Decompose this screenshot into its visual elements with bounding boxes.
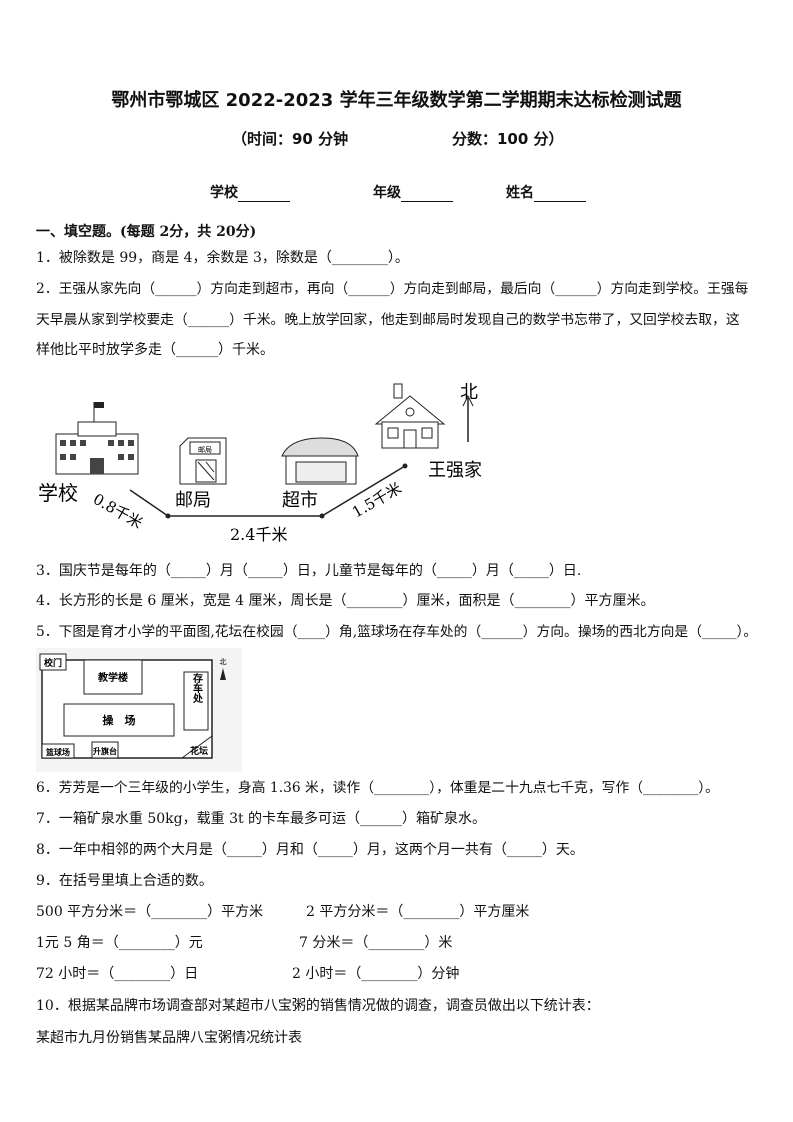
exam-score: 分数：100 分） <box>452 130 564 148</box>
school-map: 校门 教学楼 存车处 操 场 篮球场 升旗台 花坛 北 <box>36 648 242 772</box>
question-2-line-1: 2．王强从家先向（______）方向走到超市，再向（______）方向走到邮局，… <box>36 281 749 297</box>
q9-item-2: 2 平方分米＝（________）平方厘米 <box>306 904 530 920</box>
svg-text:校门: 校门 <box>44 657 62 669</box>
question-6: 6．芳芳是一个三年级的小学生，身高 1.36 米，读作（________），体重… <box>36 780 719 796</box>
school-label: 学校 <box>210 185 238 201</box>
q9-item-3: 1元 5 角＝（________）元 <box>36 935 203 951</box>
q9-item-4: 7 分米＝（________）米 <box>299 935 453 951</box>
svg-text:教学楼: 教学楼 <box>97 671 128 684</box>
q9-item-1: 500 平方分米＝（________）平方米 <box>36 904 264 920</box>
question-1: 1．被除数是 99，商是 4，余数是 3，除数是（________）。 <box>36 250 409 266</box>
grade-field[interactable]: 年级 <box>373 182 453 202</box>
exam-title: 鄂州市鄂城区 2022-2023 学年三年级数学第二学期期末达标检测试题 <box>111 90 682 111</box>
label-post-office: 邮局 <box>175 490 211 511</box>
q9-item-5: 72 小时＝（________）日 <box>36 966 199 982</box>
distance-1: 0.8千米 <box>90 490 146 533</box>
question-2-line-3: 样他比平时放学多走（______）千米。 <box>36 342 274 358</box>
name-label: 姓名 <box>506 185 534 201</box>
post-office-icon: 邮局 <box>179 437 227 485</box>
question-9: 9．在括号里填上合适的数。 <box>36 873 213 889</box>
grade-label: 年级 <box>373 185 401 201</box>
school-field[interactable]: 学校 <box>210 182 290 202</box>
exam-time: （时间：90 分钟 <box>232 130 349 148</box>
svg-text:篮球场: 篮球场 <box>45 747 70 757</box>
north-label: 北 <box>460 382 478 403</box>
section-heading: 一、填空题。(每题 2分，共 20分) <box>36 224 257 240</box>
name-field[interactable]: 姓名 <box>506 182 586 202</box>
question-5: 5．下图是育才小学的平面图,花坛在校园（____）角,篮球场在存车处的（____… <box>36 624 758 640</box>
school-building-icon <box>55 402 139 475</box>
question-2-line-2: 天早晨从家到学校要走（______）千米。晚上放学回家，他走到邮局时发现自己的数… <box>36 312 740 328</box>
supermarket-icon <box>281 437 359 485</box>
question-3: 3．国庆节是每年的（_____）月（_____）日，儿童节是每年的（_____）… <box>36 563 582 579</box>
north-arrow-icon <box>220 668 226 680</box>
label-supermarket: 超市 <box>282 490 318 511</box>
distance-3: 1.5千米 <box>349 479 405 522</box>
svg-text:北: 北 <box>220 658 227 666</box>
question-10: 10．根据某品牌市场调查部对某超市八宝粥的销售情况做的调查，调查员做出以下统计表… <box>36 998 600 1014</box>
label-home: 王强家 <box>428 460 482 481</box>
route-line <box>129 465 406 517</box>
label-school: 学校 <box>38 481 78 505</box>
svg-text:升旗台: 升旗台 <box>93 746 117 756</box>
question-4: 4．长方形的长是 6 厘米，宽是 4 厘米，周长是（________）厘米，面积… <box>36 593 655 609</box>
svg-text:邮局: 邮局 <box>198 445 212 454</box>
table-title: 某超市九月份销售某品牌八宝粥情况统计表 <box>36 1030 302 1046</box>
home-house-icon <box>374 383 446 449</box>
distance-2: 2.4千米 <box>230 525 287 544</box>
svg-text:存车处: 存车处 <box>191 672 204 704</box>
svg-text:花坛: 花坛 <box>190 745 208 757</box>
question-7: 7．一箱矿泉水重 50kg，载重 3t 的卡车最多可运（______）箱矿泉水。 <box>36 811 487 827</box>
svg-text:操 场: 操 场 <box>103 713 136 727</box>
route-diagram: 邮局 北 学校 邮局 超市 王强家 0.8千米 2.4千米 1.5千米 <box>38 382 482 544</box>
q9-item-6: 2 小时＝（________）分钟 <box>292 966 460 982</box>
question-8: 8．一年中相邻的两个大月是（_____）月和（_____）月，这两个月一共有（_… <box>36 842 584 858</box>
